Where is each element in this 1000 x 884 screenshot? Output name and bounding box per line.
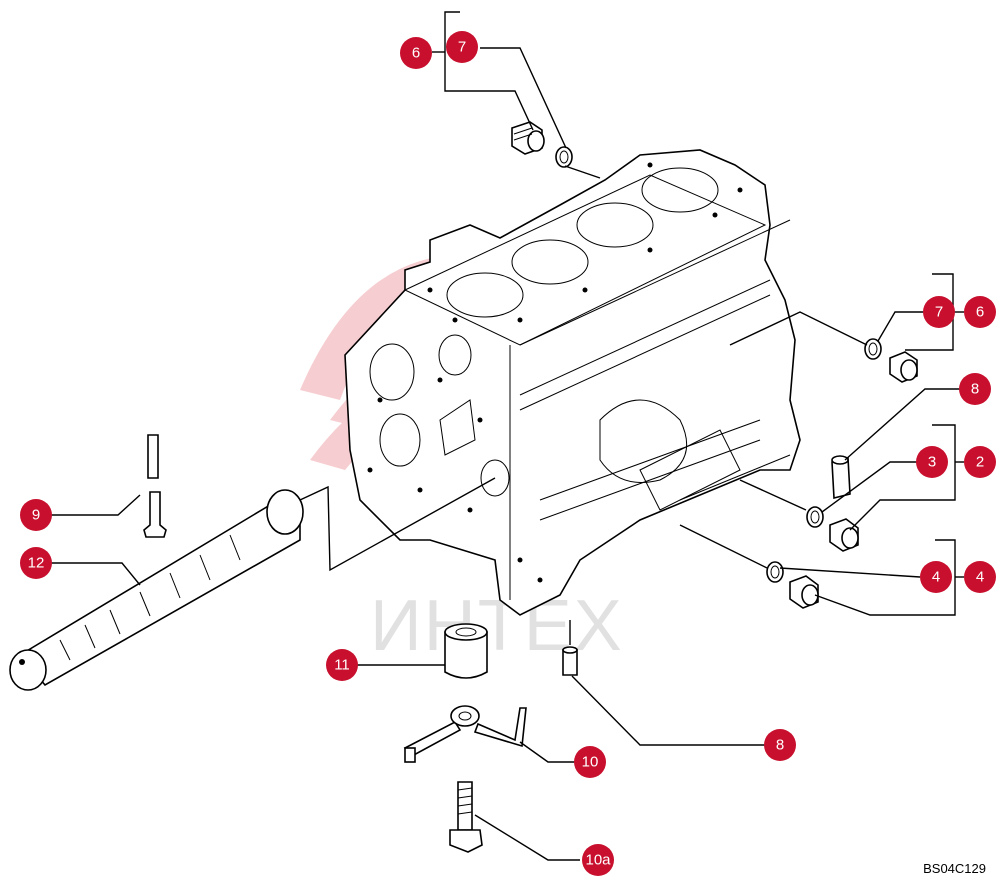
plug-2 [829,518,859,552]
o-ring-top [555,146,573,168]
camshaft [9,489,304,691]
watermark-text: ИНТЕХ [370,586,624,666]
callout-4-a[interactable]: 4 [920,561,952,593]
tappet-11 [444,623,488,679]
callout-6-top[interactable]: 6 [400,37,432,69]
callout-11[interactable]: 11 [326,649,358,681]
callout-6-right[interactable]: 6 [964,296,996,328]
svg-text:7: 7 [458,39,466,56]
o-ring-3 [806,506,824,528]
svg-text:2: 2 [976,454,984,471]
callout-7-top[interactable]: 7 [446,31,478,63]
callout-10[interactable]: 10 [574,746,606,778]
engine-block [344,149,801,616]
o-ring-4 [766,561,784,583]
callout-8-bottom[interactable]: 8 [764,729,796,761]
svg-text:10a: 10a [585,852,611,869]
leader-lines [50,11,964,861]
callout-7-right[interactable]: 7 [923,296,955,328]
callouts: 6 7 7 6 8 3 2 4 [20,31,996,876]
o-ring-right [864,338,882,360]
callout-4-b[interactable]: 4 [964,561,996,593]
callout-8-right[interactable]: 8 [959,373,991,405]
callout-3[interactable]: 3 [916,446,948,478]
callout-10a[interactable]: 10a [582,844,614,876]
dowel-pin-bottom [562,646,578,676]
svg-text:8: 8 [971,381,979,398]
callout-12[interactable]: 12 [20,547,52,579]
svg-text:4: 4 [976,569,984,586]
plug-4 [789,575,819,609]
plug-right [889,351,918,383]
svg-text:7: 7 [935,304,943,321]
bolt-10a [449,781,483,853]
svg-text:9: 9 [32,507,40,524]
svg-text:8: 8 [776,737,784,754]
svg-text:3: 3 [928,454,936,471]
callout-9[interactable]: 9 [20,499,52,531]
svg-text:11: 11 [334,657,350,674]
svg-text:6: 6 [976,304,984,321]
svg-text:6: 6 [412,45,420,62]
tappet-9 [143,434,167,538]
svg-text:4: 4 [932,569,940,586]
drawing-code: BS04C129 [923,861,986,876]
svg-text:10: 10 [582,754,599,771]
oil-jet-10 [403,705,527,763]
plug-top [511,121,545,155]
svg-text:12: 12 [28,555,45,572]
callout-2[interactable]: 2 [964,446,996,478]
dowel-pin-right [831,455,851,500]
